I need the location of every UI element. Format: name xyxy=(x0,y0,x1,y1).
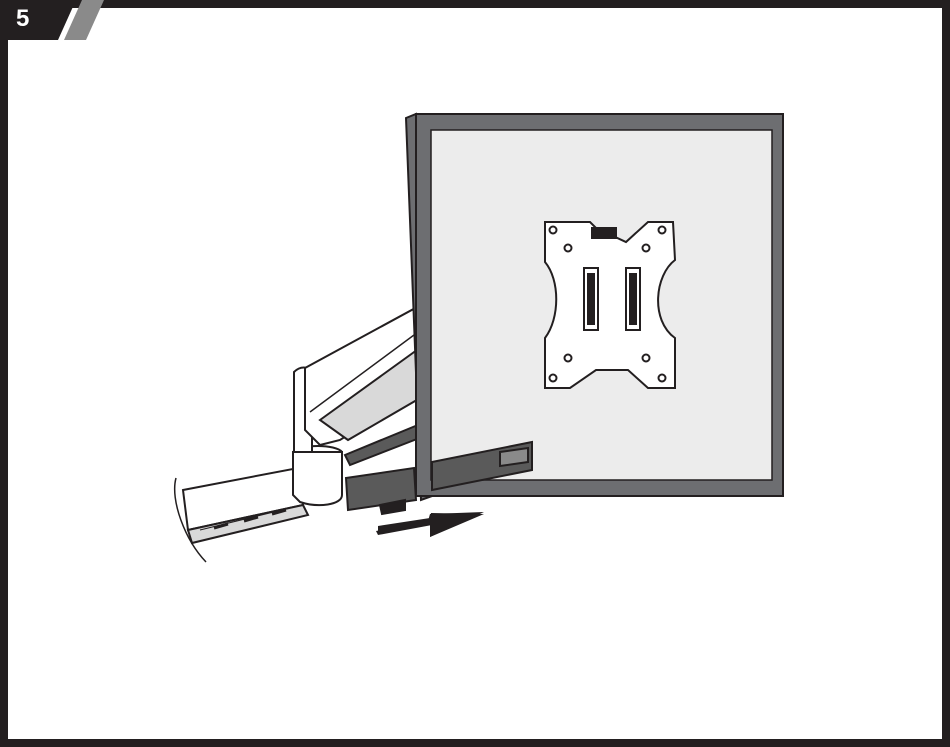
lower-arm xyxy=(181,466,310,545)
step-number: 5 xyxy=(16,5,30,32)
step-badge: 5 xyxy=(0,0,105,40)
step-badge-shape xyxy=(0,0,104,40)
quick-release-bracket xyxy=(344,440,533,516)
vesa-plate xyxy=(544,221,677,389)
right-arrow-icon xyxy=(376,512,484,537)
desk-edge xyxy=(174,477,207,563)
